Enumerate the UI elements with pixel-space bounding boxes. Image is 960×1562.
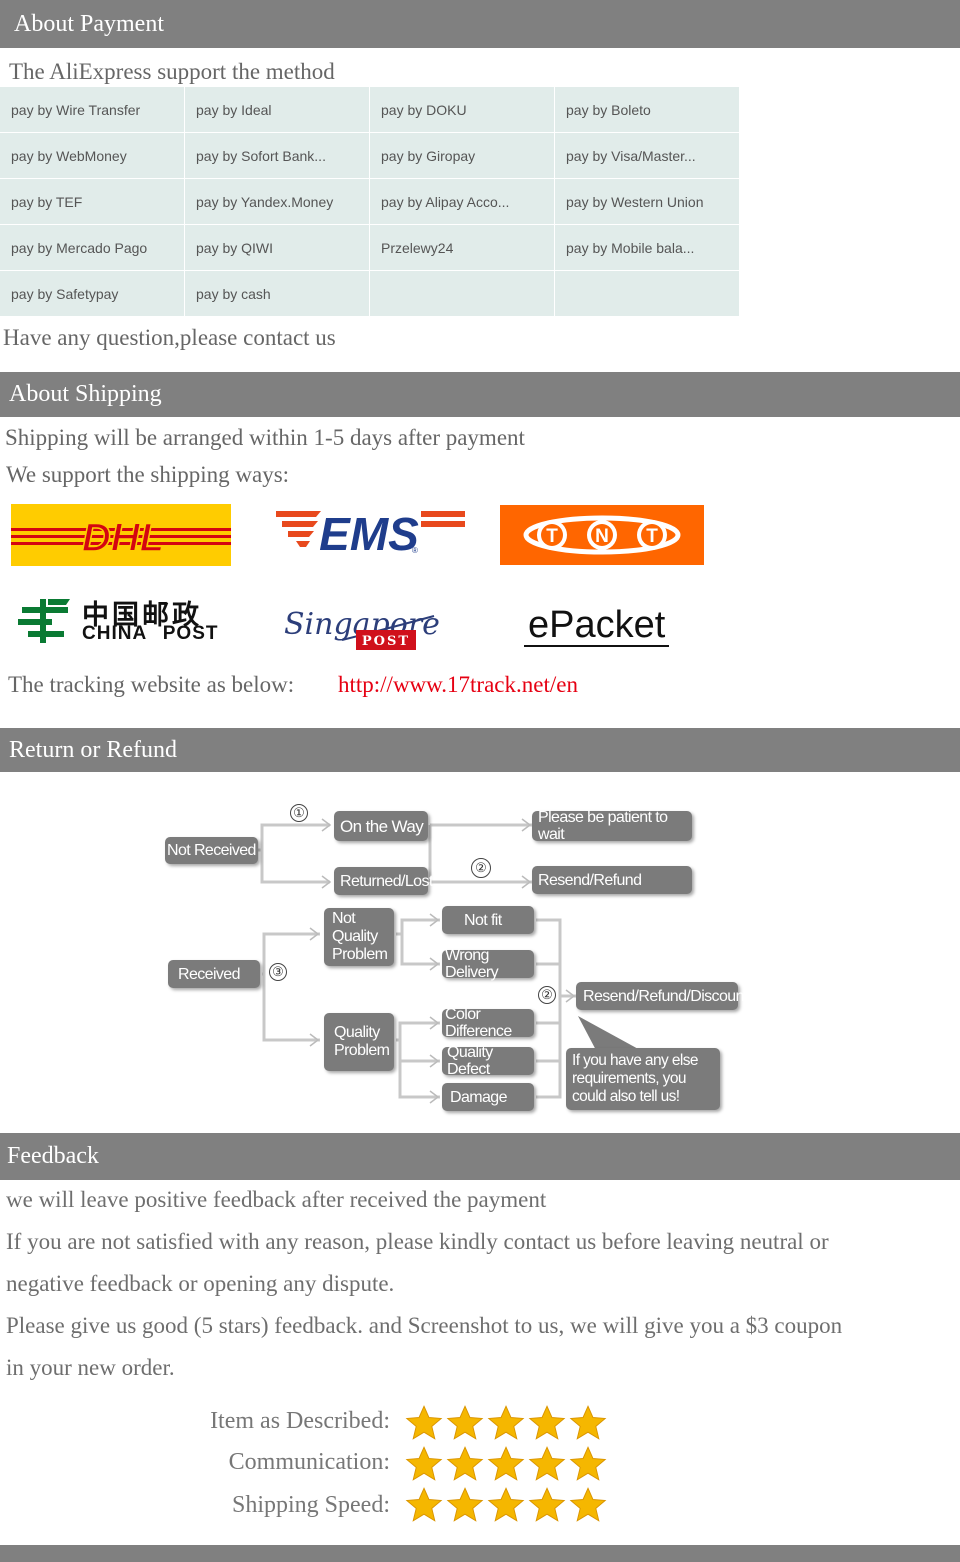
pay-cell[interactable]: pay by Wire Transfer (0, 87, 185, 133)
svg-text:T: T (546, 526, 558, 547)
tracking-link[interactable]: http://www.17track.net/en (338, 672, 578, 697)
epacket-text: ePacket (524, 605, 670, 647)
feedback-line-2: If you are not satisfied with any reason… (6, 1229, 829, 1254)
pay-cell[interactable]: pay by Mercado Pago (0, 225, 185, 271)
marker-two-bottom: ② (538, 986, 556, 1004)
china-post-cn-text: 中国邮政 (82, 600, 202, 631)
payment-contact: Have any question,please contact us (3, 325, 336, 350)
star-icon (528, 1487, 566, 1522)
payment-methods-grid: pay by Wire Transfer pay by Ideal pay by… (0, 87, 740, 317)
node-not-quality-problem: Not Quality Problem (324, 908, 394, 966)
node-wrong-delivery: Wrong Delivery (442, 947, 534, 981)
star-icon (405, 1446, 443, 1481)
feedback-line-4: Please give us good (5 stars) feedback. … (6, 1313, 843, 1338)
shipping-line-1: Shipping will be arranged within 1-5 day… (5, 425, 525, 450)
star-icon (487, 1405, 525, 1440)
star-icon (446, 1405, 484, 1440)
shipping-header-text: About Shipping (9, 381, 162, 407)
shipping-header: About Shipping (0, 372, 960, 417)
pay-cell[interactable]: pay by Western Union (555, 179, 740, 225)
marker-two-top: ② (471, 858, 491, 878)
node-color-difference: Color Difference (442, 1006, 534, 1040)
pay-cell[interactable]: pay by Visa/Master... (555, 133, 740, 179)
node-quality-problem: Quality Problem (324, 1013, 394, 1071)
node-returned-lost: Returned/Lost (334, 867, 433, 895)
node-else-requirements: If you have any else requirements, you c… (566, 1048, 720, 1110)
payment-header-text: About Payment (14, 10, 164, 37)
shipping-line-2: We support the shipping ways: (6, 462, 290, 487)
dhl-logo-text: DHL (82, 516, 164, 560)
node-not-fit: Not fit (442, 906, 534, 934)
star-icon (446, 1487, 484, 1522)
singapore-post-text: POST (362, 634, 410, 649)
dhl-logo: DHL (11, 504, 231, 566)
pay-cell[interactable]: pay by DOKU (370, 87, 555, 133)
star-icon (528, 1446, 566, 1481)
node-resend-refund-discount: Resend/Refund/Discount (576, 982, 748, 1010)
star-icon (528, 1405, 566, 1440)
pay-cell-empty (555, 271, 740, 317)
rating-label-item: Item as Described: (210, 1408, 390, 1434)
node-on-the-way: On the Way (334, 811, 428, 841)
node-not-received: Not Received (165, 837, 258, 864)
node-resend-refund: Resend/Refund (532, 866, 692, 894)
star-icon (487, 1446, 525, 1481)
pay-cell[interactable]: pay by WebMoney (0, 133, 185, 179)
svg-text:N: N (595, 526, 609, 547)
rating-stars-item (405, 1405, 607, 1441)
refund-flow-connectors (258, 818, 640, 1104)
ems-logo-text: EMS (319, 508, 419, 555)
node-please-wait: Please be patient to wait (532, 809, 692, 843)
node-received: Received (168, 960, 260, 988)
rating-label-communication: Communication: (228, 1449, 390, 1475)
feedback-header-text: Feedback (7, 1143, 99, 1169)
pay-cell[interactable]: pay by Giropay (370, 133, 555, 179)
node-damage: Damage (442, 1083, 534, 1111)
rating-stars-communication (405, 1446, 607, 1482)
footer-bar (0, 1545, 960, 1562)
pay-cell[interactable]: pay by Boleto (555, 87, 740, 133)
pay-cell[interactable]: Przelewy24 (370, 225, 555, 271)
star-icon (487, 1487, 525, 1522)
pay-cell[interactable]: pay by Ideal (185, 87, 370, 133)
pay-cell[interactable]: pay by Safetypay (0, 271, 185, 317)
feedback-header: Feedback (0, 1133, 960, 1180)
svg-text:T: T (646, 526, 658, 547)
svg-text:®: ® (412, 546, 418, 555)
china-post-en-text: CHINA POST (82, 623, 219, 644)
rating-stars-shipping (405, 1487, 607, 1523)
marker-one: ① (290, 804, 308, 822)
pay-cell[interactable]: pay by QIWI (185, 225, 370, 271)
pay-cell[interactable]: pay by cash (185, 271, 370, 317)
node-quality-defect: Quality Defect (442, 1044, 534, 1078)
pay-cell[interactable]: pay by Yandex.Money (185, 179, 370, 225)
pay-cell[interactable]: pay by Sofort Bank... (185, 133, 370, 179)
tracking-label: The tracking website as below: (8, 672, 295, 697)
marker-three: ③ (269, 963, 287, 981)
star-icon (405, 1487, 443, 1522)
pay-cell[interactable]: pay by Alipay Acco... (370, 179, 555, 225)
refund-header: Return or Refund (0, 728, 960, 772)
refund-header-text: Return or Refund (9, 736, 177, 763)
payment-header: About Payment (0, 0, 960, 48)
feedback-line-5: in your new order. (6, 1355, 175, 1380)
pay-cell[interactable]: pay by TEF (0, 179, 185, 225)
ems-logo: EMS ® (276, 505, 466, 560)
star-icon (446, 1446, 484, 1481)
epacket-logo: ePacket (524, 605, 684, 655)
payment-intro: The AliExpress support the method (9, 59, 335, 84)
rating-label-shipping: Shipping Speed: (231, 1492, 390, 1518)
star-icon (569, 1487, 607, 1522)
singapore-post-logo: Singapore POST (282, 596, 442, 656)
star-icon (569, 1446, 607, 1481)
pay-cell-empty (370, 271, 555, 317)
feedback-line-1: we will leave positive feedback after re… (6, 1187, 547, 1212)
tnt-logo: T N T (500, 505, 704, 565)
star-icon (405, 1405, 443, 1440)
china-post-logo: 中国邮政 CHINA POST (18, 595, 233, 647)
pay-cell[interactable]: pay by Mobile bala... (555, 225, 740, 271)
star-icon (569, 1405, 607, 1440)
feedback-line-3: negative feedback or opening any dispute… (6, 1271, 395, 1296)
